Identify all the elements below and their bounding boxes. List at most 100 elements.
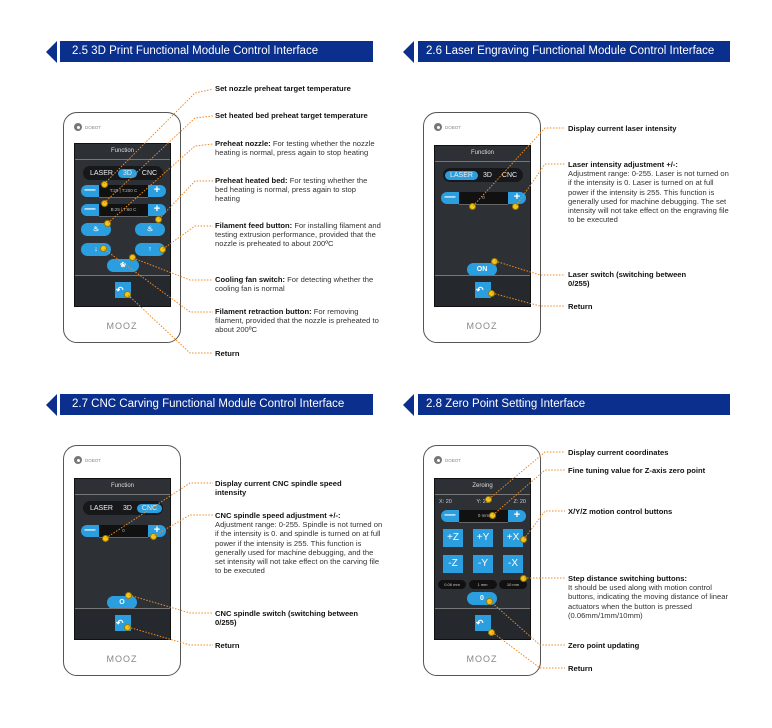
z-fine-plus-button[interactable]: + — [508, 510, 526, 522]
step-1-button[interactable]: 1 mm — [468, 580, 497, 589]
note-body: Adjustment range: 0-255. Spindle is not … — [215, 520, 383, 576]
brand-label: MOOZ — [466, 321, 498, 331]
callout-dot — [129, 254, 136, 261]
note-zero-return: Return — [568, 664, 718, 673]
nozzle-minus-button[interactable]: — — [81, 185, 99, 197]
x-up-button[interactable]: +X — [503, 529, 523, 547]
z-down-button[interactable]: -Z — [443, 555, 463, 573]
note-title: Return — [215, 349, 240, 358]
callout-dot — [102, 535, 109, 542]
bottom-bar: ↶ — [435, 275, 530, 306]
tab-laser[interactable]: LASER — [90, 504, 113, 512]
note-body: For removing filament, provided that the… — [215, 307, 379, 335]
preheat-nozzle-button[interactable]: ♨ — [81, 223, 111, 236]
laser-minus-button[interactable]: — — [441, 192, 459, 204]
note-title: Display current laser intensity — [568, 124, 677, 133]
note-zero-update: Zero point updating — [568, 641, 718, 650]
note-cnc-switch: CNC spindle switch (switching between 0/… — [215, 609, 365, 627]
dobot-logo-icon — [434, 456, 442, 464]
cooling-fan-button[interactable]: ❀ — [107, 259, 139, 272]
tab-laser[interactable]: LASER — [445, 170, 478, 180]
nozzle-plus-button[interactable]: + — [148, 185, 166, 197]
tab-cnc[interactable]: CNC — [136, 503, 163, 513]
x-down-button[interactable]: -X — [503, 555, 523, 573]
spindle-minus-button[interactable]: — — [81, 525, 99, 537]
tab-3d[interactable]: 3D — [122, 504, 132, 512]
screen-title: Function — [75, 479, 170, 495]
note-zero-motion: X/Y/Z motion control buttons — [568, 507, 763, 516]
device-logo: DOBOT — [434, 456, 461, 464]
y-up-button[interactable]: +Y — [473, 529, 493, 547]
note-title: Filament retraction button: — [215, 307, 312, 316]
note-nozzle-target: Set nozzle preheat target temperature — [215, 84, 380, 93]
note-body: It should be used along with motion cont… — [568, 583, 728, 620]
device-logo: DOBOT — [434, 123, 461, 131]
feed-icon: ↓ — [94, 246, 98, 253]
logo-text: DOBOT — [85, 124, 102, 130]
section-arrow-icon — [403, 394, 414, 416]
coord-x: X: 20 — [439, 499, 452, 505]
nozzle-heat-icon: ♨ — [92, 226, 100, 233]
z-fine-minus-button[interactable]: — — [441, 510, 459, 522]
section-title: 2.7 CNC Carving Functional Module Contro… — [72, 398, 345, 410]
device-3d: DOBOT Function LASER 3D CNC — T:25 | T:2… — [63, 112, 181, 343]
note-zero-coords: Display current coordinates — [568, 448, 763, 457]
return-button[interactable]: ↶ — [475, 282, 491, 298]
callout-dot — [488, 290, 495, 297]
bed-plus-button[interactable]: + — [148, 204, 166, 216]
device-logo: DOBOT — [74, 123, 101, 131]
bed-minus-button[interactable]: — — [81, 204, 99, 216]
mode-tabs: LASER 3D CNC — [83, 501, 163, 515]
callout-dot — [486, 598, 493, 605]
coord-z: Z: 20 — [513, 499, 526, 505]
brand-label: MOOZ — [466, 654, 498, 664]
y-down-button[interactable]: -Y — [473, 555, 493, 573]
tab-3d[interactable]: 3D — [482, 171, 492, 179]
tab-laser[interactable]: LASER — [90, 169, 113, 177]
note-title: Return — [568, 302, 593, 311]
note-filament-feed: Filament feed button: For installing fil… — [215, 221, 385, 249]
note-filament-retract: Filament retraction button: For removing… — [215, 307, 380, 335]
z-fine-stepper: — 0 mm + — [441, 509, 526, 523]
logo-text: DOBOT — [445, 124, 462, 130]
note-laser-switch: Laser switch (switching between 0/255) — [568, 270, 708, 288]
note-title: Fine tuning value for Z-axis zero point — [568, 466, 706, 475]
note-title: Return — [215, 641, 240, 650]
section-title: 2.8 Zero Point Setting Interface — [426, 398, 586, 410]
note-laser-adjust: Laser intensity adjustment +/-:Adjustmen… — [568, 160, 733, 224]
screen-title: Function — [75, 144, 170, 160]
note-title: Return — [568, 664, 593, 673]
bottom-bar: ↶ — [75, 608, 170, 639]
note-bed-target: Set heated bed preheat target temperatur… — [215, 111, 380, 120]
device-zero: DOBOT Zeroing X: 20 Y: 20 Z: 20 — 0 mm +… — [423, 445, 541, 676]
note-title: Cooling fan switch: — [215, 275, 286, 284]
tab-3d[interactable]: 3D — [117, 168, 137, 178]
note-title: Set nozzle preheat target temperature — [215, 84, 351, 93]
z-up-button[interactable]: +Z — [443, 529, 463, 547]
callout-dot — [101, 200, 108, 207]
section-header-cnc: 2.7 CNC Carving Functional Module Contro… — [60, 394, 373, 415]
note-title: Preheat nozzle: — [215, 139, 271, 148]
note-title: Laser switch (switching between 0/255) — [568, 270, 687, 289]
device-screen: Function LASER 3D CNC — T:25 | T:200 C +… — [74, 143, 171, 307]
device-cnc: DOBOT Function LASER 3D CNC — 0 + O ↶ MO… — [63, 445, 181, 676]
note-title: X/Y/Z motion control buttons — [568, 507, 673, 516]
note-cnc-adjust: CNC spindle speed adjustment +/-:Adjustm… — [215, 511, 385, 575]
zero-icon: 0 — [480, 595, 484, 602]
step-10-button[interactable]: 10 mm — [499, 580, 527, 589]
preheat-bed-button[interactable]: ♨ — [135, 223, 165, 236]
callout-dot — [101, 181, 108, 188]
laser-switch-button[interactable]: ON — [467, 263, 497, 276]
coord-y: Y: 20 — [476, 499, 489, 505]
screen-title: Zeroing — [435, 479, 530, 495]
return-icon: ↶ — [476, 618, 484, 628]
note-title: CNC spindle switch (switching between 0/… — [215, 609, 359, 628]
retract-icon: ↑ — [148, 246, 152, 253]
tab-cnc[interactable]: CNC — [501, 171, 518, 179]
device-laser: DOBOT Function LASER 3D CNC — 0 + ON ↶ M… — [423, 112, 541, 343]
laser-intensity-value: 0 — [459, 191, 508, 205]
laser-plus-button[interactable]: + — [508, 192, 526, 204]
tab-cnc[interactable]: CNC — [141, 169, 158, 177]
step-006-button[interactable]: 0.06 mm — [438, 580, 466, 589]
return-button[interactable]: ↶ — [475, 615, 491, 631]
